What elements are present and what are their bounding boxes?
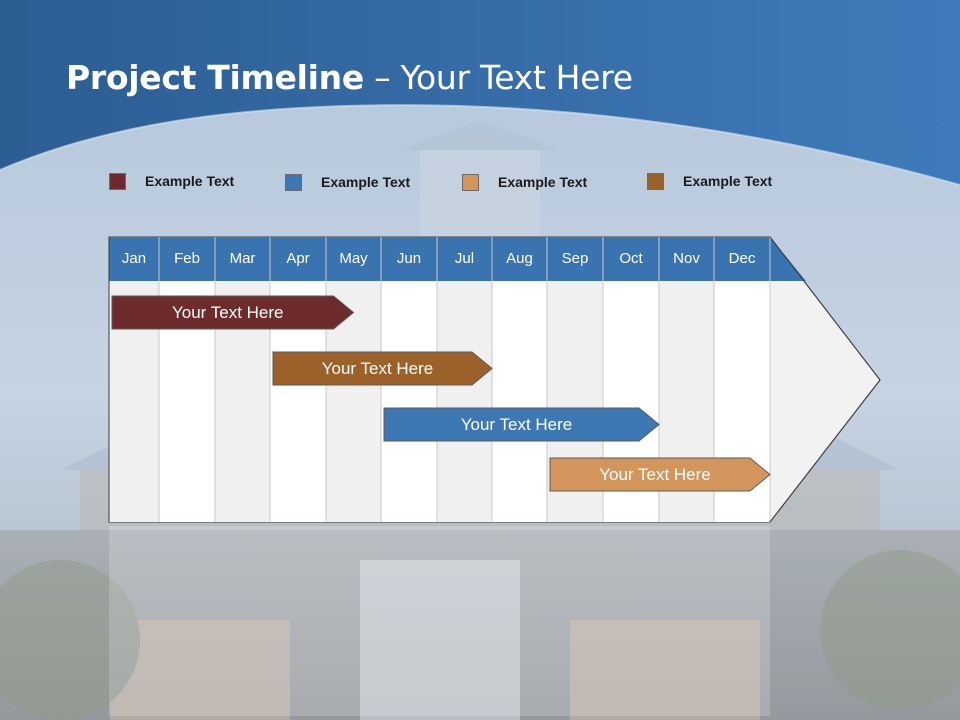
legend-item: Example Text bbox=[462, 172, 587, 192]
task-bar bbox=[383, 407, 660, 442]
month-label: Dec bbox=[728, 250, 756, 267]
month-label: Jul bbox=[454, 250, 475, 267]
month-column bbox=[492, 281, 547, 522]
task-bar bbox=[549, 457, 771, 492]
title-rest: – Your Text Here bbox=[363, 58, 633, 97]
timeline-reflection bbox=[109, 526, 770, 716]
month-header-band bbox=[109, 237, 806, 281]
month-label: Feb bbox=[174, 250, 200, 267]
task-label: Your Text Here bbox=[460, 415, 573, 434]
legend-label: Example Text bbox=[683, 173, 773, 189]
legend-swatch bbox=[109, 172, 126, 190]
legend-item: Example Text bbox=[285, 172, 410, 192]
task-bar bbox=[111, 295, 355, 330]
title-bold: Project Timeline bbox=[66, 58, 364, 97]
page-title: Project Timeline – Your Text Here bbox=[66, 58, 633, 97]
month-label: Nov bbox=[673, 250, 700, 267]
legend-label: Example Text bbox=[498, 174, 588, 190]
month-label: Mar bbox=[229, 250, 256, 267]
month-label: May bbox=[339, 250, 368, 267]
timeline-arrow-edge bbox=[769, 236, 881, 523]
task-label: Your Text Here bbox=[599, 465, 711, 484]
month-label: Jan bbox=[121, 250, 147, 267]
legend-label: Example Text bbox=[321, 174, 411, 190]
month-label: Oct bbox=[619, 250, 643, 267]
month-label: Jun bbox=[396, 250, 422, 267]
task-label: Your Text Here bbox=[171, 303, 284, 322]
month-label: Sep bbox=[561, 250, 589, 267]
task-label: Your Text Here bbox=[321, 359, 434, 378]
legend-swatch bbox=[285, 173, 302, 191]
legend-swatch bbox=[647, 172, 664, 190]
legend-item: Example Text bbox=[647, 171, 772, 191]
legend-label: Example Text bbox=[145, 173, 235, 189]
legend-item: Example Text bbox=[109, 171, 234, 191]
month-label: Aug bbox=[506, 250, 533, 267]
month-label: Apr bbox=[286, 250, 310, 267]
month-column bbox=[437, 281, 492, 522]
task-bar bbox=[272, 351, 493, 386]
legend-swatch bbox=[462, 173, 479, 191]
month-column bbox=[381, 281, 437, 522]
